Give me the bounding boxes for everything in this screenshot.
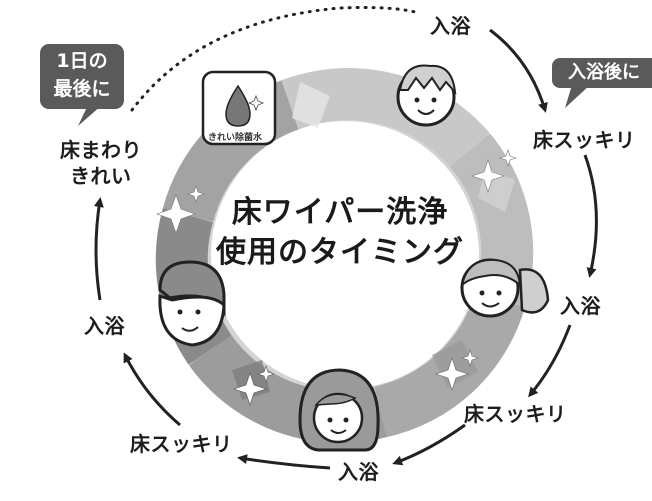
center-title: 床ワイパー洗浄 使用のタイミング [190,193,490,273]
boy-face-icon [396,64,457,127]
label-bath-top: 入浴 [430,14,471,38]
sparkle-icon [156,185,205,234]
bubble-end-of-day-line-1: 1日の [56,50,108,72]
title-line-2: 使用のタイミング [216,235,464,270]
sparkle-icon [233,365,275,406]
label-final-line-2: きれい [70,164,132,188]
sparkle-icon [471,149,517,193]
bubble-end-of-day: 1日の 最後に [40,44,124,109]
sparkle-icon [435,349,479,391]
label-final-line-1: 床まわり [60,138,142,162]
bubble-tail [565,85,590,108]
sanitizing-water-badge [201,70,277,146]
water-drop-icon [225,84,251,127]
bubble-tail [78,105,102,126]
woman-face-icon [298,368,380,452]
bubble-end-of-day-line-2: 最後に [53,78,111,100]
bubble-after-bath: 入浴後に [552,58,652,88]
label-bath-bottom: 入浴 [338,460,379,484]
label-clean-left: 床スッキリ [130,432,233,456]
cycle-arrows [93,28,598,470]
girl-face-icon [460,258,550,318]
man-face-icon [158,260,226,347]
title-line-1: 床ワイパー洗浄 [231,195,449,230]
label-bath-left: 入浴 [84,314,125,338]
label-clean-right-2: 床スッキリ [464,402,567,426]
label-bath-right: 入浴 [560,294,601,318]
label-clean-right-1: 床スッキリ [533,128,636,152]
dotted-arrow [130,6,417,112]
badge-label: きれい除菌水 [208,133,263,143]
